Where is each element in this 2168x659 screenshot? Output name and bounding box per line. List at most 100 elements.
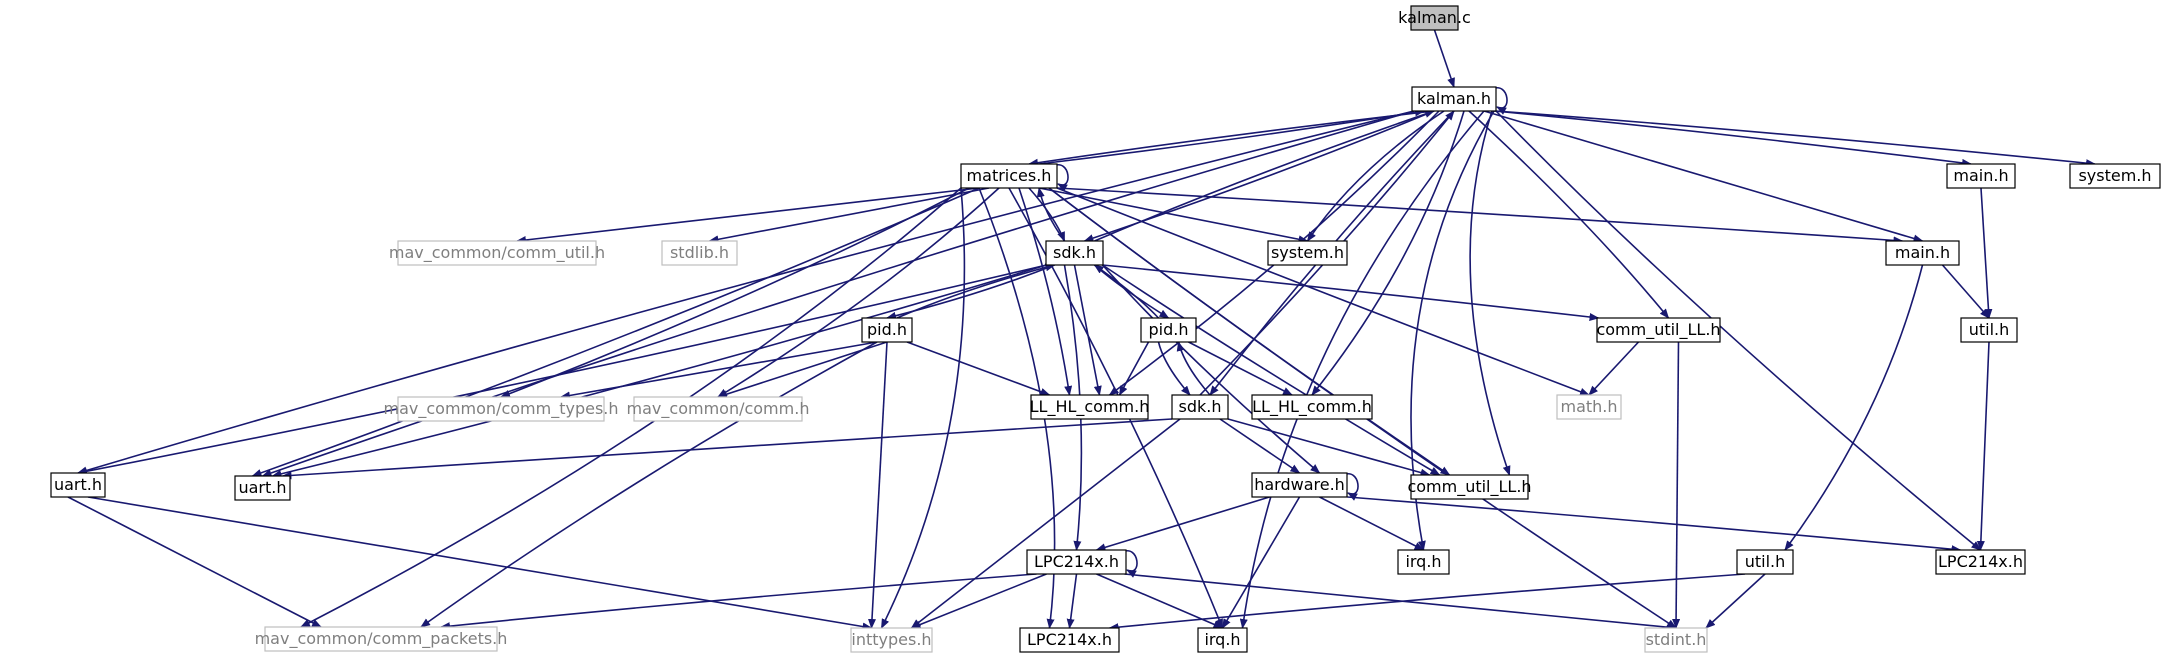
file-node-main-h-b[interactable]: main.h bbox=[1885, 240, 1960, 266]
dependency-edge bbox=[1108, 573, 1746, 632]
dependency-edge bbox=[1469, 110, 1511, 476]
dependency-edge bbox=[906, 341, 1051, 396]
file-node-LL-HL-comm-h-a[interactable]: LL_HL_comm.h bbox=[1030, 394, 1150, 420]
dependency-edge bbox=[1347, 496, 1962, 554]
dependency-edge bbox=[896, 263, 1056, 319]
file-node-label: util.h bbox=[1745, 552, 1786, 571]
file-node-box bbox=[1019, 627, 1120, 653]
file-node-pid-h-a[interactable]: pid.h bbox=[861, 317, 913, 343]
file-node-stdlib-h: stdlib.h bbox=[661, 240, 738, 266]
dependency-edge bbox=[1096, 573, 1224, 629]
file-node-matrices-h[interactable]: matrices.h bbox=[960, 163, 1058, 189]
file-node-comm-h: mav_common/comm.h bbox=[627, 396, 810, 422]
dependency-edge bbox=[1102, 264, 1441, 476]
file-node-box bbox=[1410, 474, 1529, 500]
dependency-edge bbox=[271, 264, 1047, 478]
file-node-label: inttypes.h bbox=[851, 630, 931, 649]
file-node-util-h-a[interactable]: util.h bbox=[1960, 317, 2018, 343]
file-node-box bbox=[1030, 394, 1149, 420]
file-node-LPC214x-h-c[interactable]: LPC214x.h bbox=[1019, 627, 1120, 653]
dependency-edge bbox=[1483, 110, 1924, 243]
dependency-edge bbox=[1102, 264, 1600, 321]
dependency-edge bbox=[1495, 110, 1982, 551]
file-node-system-h-r[interactable]: system.h bbox=[2069, 163, 2161, 189]
dependency-edge bbox=[1468, 110, 1670, 319]
file-node-sdk-h-a[interactable]: sdk.h bbox=[1045, 240, 1104, 266]
dependency-edge bbox=[77, 110, 1415, 475]
dependency-edge bbox=[1705, 573, 1766, 629]
dependency-edge bbox=[880, 187, 966, 629]
dependency-edge bbox=[1493, 110, 1972, 167]
file-node-stdint-h: stdint.h bbox=[1644, 627, 1708, 653]
dependency-edge bbox=[440, 573, 1037, 631]
file-node-label: kalman.c bbox=[1398, 8, 1471, 27]
file-node-sdk-h-b[interactable]: sdk.h bbox=[1171, 394, 1229, 420]
file-node-label: pid.h bbox=[867, 320, 907, 339]
dependency-edge bbox=[281, 418, 1173, 480]
file-node-label: mav_common/comm_util.h bbox=[389, 243, 605, 263]
file-node-box bbox=[1596, 317, 1721, 343]
file-node-label: pid.h bbox=[1149, 320, 1189, 339]
dependency-edge bbox=[1101, 264, 1321, 474]
dependency-edge bbox=[1495, 110, 2096, 168]
file-node-label: uart.h bbox=[238, 478, 286, 497]
dependency-edge bbox=[867, 341, 888, 629]
file-node-comm-types-h: mav_common/comm_types.h bbox=[384, 396, 619, 422]
file-node-label: math.h bbox=[1560, 397, 1617, 416]
file-node-comm-util-LL-h-b[interactable]: comm_util_LL.h bbox=[1407, 474, 1532, 500]
dependency-edge bbox=[87, 496, 873, 631]
dependency-edge bbox=[1306, 110, 1445, 242]
file-node-LPC214x-h-b[interactable]: LPC214x.h bbox=[1935, 549, 2026, 575]
dependency-edge bbox=[1784, 264, 1924, 551]
file-node-hardware-h[interactable]: hardware.h bbox=[1251, 472, 1348, 498]
file-node-label: main.h bbox=[1895, 243, 1950, 262]
file-node-LPC214x-h-a[interactable]: LPC214x.h bbox=[1026, 549, 1127, 575]
dependency-edge bbox=[717, 187, 1000, 398]
file-node-box bbox=[1045, 240, 1104, 266]
file-node-label: sdk.h bbox=[1179, 397, 1222, 416]
file-node-box bbox=[1644, 627, 1708, 653]
dependency-edge bbox=[886, 264, 1055, 320]
file-node-box bbox=[1251, 472, 1348, 498]
file-node-box bbox=[1410, 5, 1459, 31]
file-node-label: mav_common/comm.h bbox=[627, 399, 810, 419]
dependency-edge bbox=[560, 341, 878, 400]
file-node-box bbox=[1026, 549, 1127, 575]
dependency-edge bbox=[1056, 187, 1904, 245]
file-node-LL-HL-comm-h-b[interactable]: LL_HL_comm.h bbox=[1251, 394, 1373, 420]
dependency-edge bbox=[1219, 418, 1301, 474]
file-node-box bbox=[1171, 394, 1229, 420]
file-node-box bbox=[1197, 627, 1248, 653]
file-node-label: system.h bbox=[1271, 243, 1344, 262]
file-node-label: main.h bbox=[1953, 166, 2008, 185]
dependency-edge bbox=[1083, 110, 1435, 242]
file-node-system-h[interactable]: system.h bbox=[1267, 240, 1348, 266]
file-node-uart-h-a[interactable]: uart.h bbox=[50, 472, 106, 498]
file-node-comm-util-LL-h-a[interactable]: comm_util_LL.h bbox=[1596, 317, 1721, 343]
file-node-label: stdlib.h bbox=[670, 243, 729, 262]
file-node-box bbox=[234, 475, 291, 501]
file-node-irq-h-b[interactable]: irq.h bbox=[1197, 627, 1248, 653]
dependency-edge bbox=[1176, 341, 1211, 396]
file-node-box bbox=[1960, 317, 2018, 343]
file-node-main-h-a[interactable]: main.h bbox=[1946, 163, 2016, 189]
file-node-label: LPC214x.h bbox=[1027, 630, 1112, 649]
file-node-label: stdint.h bbox=[1646, 630, 1707, 649]
file-node-util-h-b[interactable]: util.h bbox=[1736, 549, 1794, 575]
file-node-pid-h-b[interactable]: pid.h bbox=[1140, 317, 1197, 343]
dependency-edge bbox=[1018, 187, 1073, 396]
file-node-label: LPC214x.h bbox=[1938, 552, 2023, 571]
dependency-edge bbox=[1048, 187, 1451, 476]
dependency-edge bbox=[1980, 187, 1993, 319]
file-node-box bbox=[1397, 549, 1450, 575]
file-node-box bbox=[1736, 549, 1794, 575]
file-node-irq-h-a[interactable]: irq.h bbox=[1397, 549, 1450, 575]
file-node-label: comm_util_LL.h bbox=[1596, 320, 1720, 340]
file-node-label: LL_HL_comm.h bbox=[1252, 397, 1372, 417]
file-node-box bbox=[397, 396, 605, 422]
file-node-uart-h-b[interactable]: uart.h bbox=[234, 475, 291, 501]
file-node-label: uart.h bbox=[54, 475, 102, 494]
file-node-kalman-c[interactable]: kalman.c bbox=[1398, 5, 1471, 31]
file-node-kalman-h[interactable]: kalman.h bbox=[1411, 86, 1497, 112]
